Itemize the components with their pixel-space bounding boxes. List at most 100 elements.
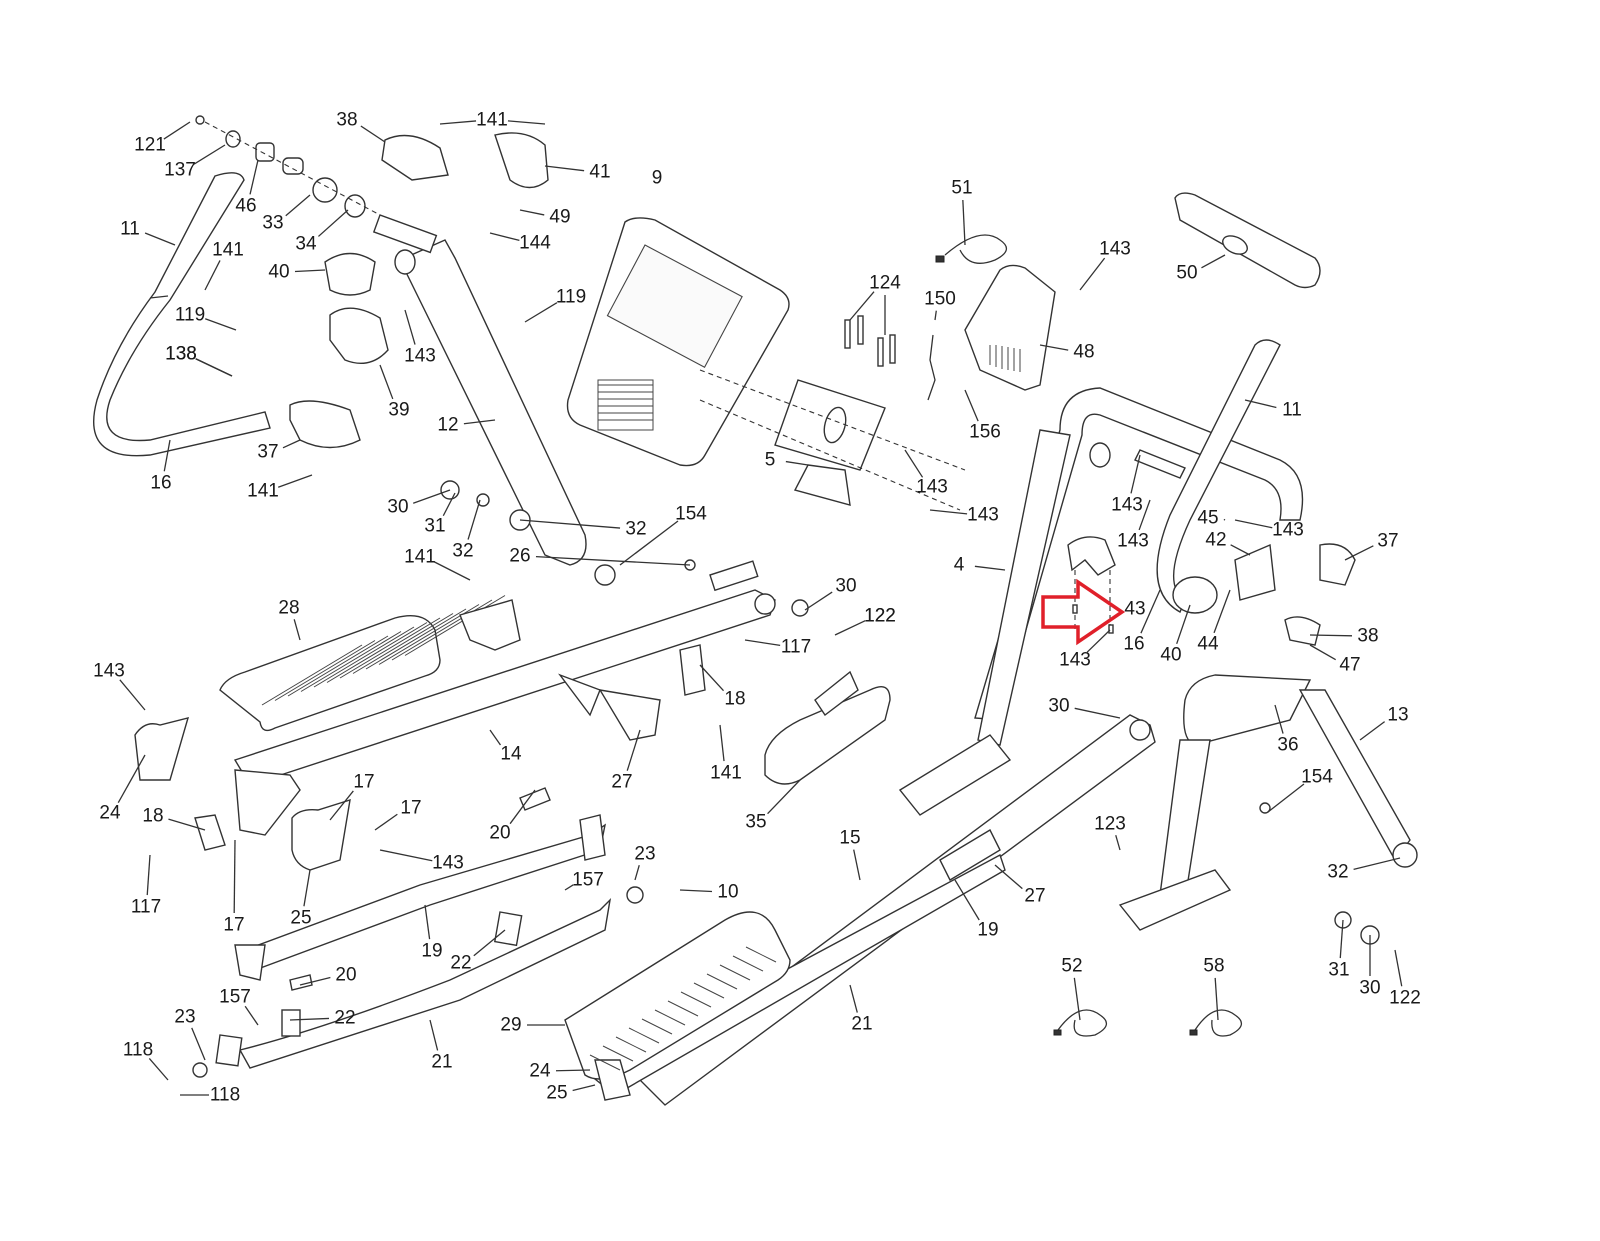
leader-line <box>233 839 236 914</box>
leader-line <box>1079 257 1106 291</box>
leader-line <box>1140 589 1161 634</box>
part-label-117: 117 <box>780 636 812 658</box>
leader-line <box>994 864 1023 890</box>
part-label-143: 143 <box>1111 494 1143 516</box>
part-label-14: 14 <box>500 743 522 765</box>
part-label-27: 27 <box>611 771 633 793</box>
leader-line <box>434 561 471 581</box>
leader-lines <box>117 120 1403 1096</box>
leader-line <box>785 460 809 466</box>
leader-line <box>404 309 416 345</box>
part-label-52: 52 <box>1061 955 1083 977</box>
part-label-22: 22 <box>334 1007 356 1029</box>
part-label-49: 49 <box>549 206 571 228</box>
leader-line <box>1230 544 1251 556</box>
part-label-143: 143 <box>916 476 948 498</box>
part-label-32: 32 <box>452 540 474 562</box>
part-label-143: 143 <box>967 504 999 526</box>
leader-line <box>1086 629 1111 653</box>
pedal-left-part <box>219 595 506 732</box>
front-post-part <box>1118 739 1232 931</box>
part-label-143: 143 <box>1117 530 1149 552</box>
leader-line <box>329 790 354 821</box>
leader-line <box>379 364 394 400</box>
leader-line <box>168 818 206 831</box>
leader-line <box>163 121 191 140</box>
leader-line <box>1339 919 1344 959</box>
part-label-46: 46 <box>235 195 257 217</box>
leader-line <box>163 439 171 472</box>
part-label-26: 26 <box>509 545 531 567</box>
pedal-arm-right-part <box>588 714 1156 1106</box>
leader-line <box>1394 949 1403 987</box>
part-label-16: 16 <box>1123 633 1145 655</box>
part-label-40: 40 <box>268 261 290 283</box>
part-label-143: 143 <box>432 852 464 874</box>
part-label-58: 58 <box>1203 955 1225 977</box>
leader-line <box>964 389 979 422</box>
part-label-30: 30 <box>835 575 857 597</box>
leader-line <box>1213 589 1231 634</box>
rear-leg-part <box>1298 689 1418 868</box>
part-label-30: 30 <box>1359 977 1381 999</box>
leader-line <box>954 879 980 921</box>
part-label-51: 51 <box>951 177 973 199</box>
part-label-143: 143 <box>1099 238 1131 260</box>
part-label-141: 141 <box>404 546 436 568</box>
part-label-141: 141 <box>476 109 508 131</box>
console-part <box>566 217 790 467</box>
leader-line <box>564 884 574 891</box>
wire-150 <box>927 334 936 401</box>
leader-line <box>834 620 866 636</box>
part-label-41: 41 <box>589 161 611 183</box>
leader-line <box>679 889 713 893</box>
leader-line <box>294 269 326 273</box>
leader-line <box>1130 454 1141 494</box>
leader-line <box>619 520 679 566</box>
leader-line <box>429 1019 439 1051</box>
part-label-122: 122 <box>864 605 896 627</box>
leader-line <box>473 929 506 957</box>
leader-line <box>489 729 501 746</box>
part-label-22: 22 <box>450 952 472 974</box>
part-label-32: 32 <box>625 518 647 540</box>
leader-line <box>1309 634 1353 637</box>
leader-line <box>379 849 433 862</box>
part-label-141: 141 <box>212 239 244 261</box>
part-label-21: 21 <box>851 1013 873 1035</box>
highlight-arrow <box>1041 578 1126 646</box>
part-label-11: 11 <box>120 218 140 240</box>
part-label-19: 19 <box>421 940 443 962</box>
leader-line <box>244 1005 259 1026</box>
leader-line <box>555 1069 591 1072</box>
part-label-156: 156 <box>969 421 1001 443</box>
leader-line <box>572 1084 596 1092</box>
leader-line <box>509 789 536 825</box>
part-label-36: 36 <box>1277 734 1299 756</box>
part-label-138: 138 <box>165 343 197 365</box>
leader-line <box>318 209 349 237</box>
part-label-25: 25 <box>546 1082 568 1104</box>
part-label-20: 20 <box>335 964 357 986</box>
part-label-37: 37 <box>1377 530 1399 552</box>
part-label-33: 33 <box>262 212 284 234</box>
part-label-34: 34 <box>295 233 317 255</box>
part-label-39: 39 <box>388 399 410 421</box>
part-label-143: 143 <box>1272 519 1304 541</box>
part-label-13: 13 <box>1387 704 1409 726</box>
part-label-37: 37 <box>257 441 279 463</box>
part-label-9: 9 <box>651 167 663 189</box>
console-bracket-part <box>699 369 966 511</box>
part-label-119: 119 <box>555 286 587 308</box>
leader-line <box>1223 518 1226 521</box>
part-label-38: 38 <box>1357 625 1379 647</box>
leader-line <box>144 232 176 246</box>
leader-line <box>1138 499 1151 531</box>
leader-line <box>767 779 801 815</box>
part-label-17: 17 <box>353 771 375 793</box>
shroud-covers-right <box>1183 543 1356 746</box>
part-label-143: 143 <box>93 660 125 682</box>
part-label-21: 21 <box>431 1051 453 1073</box>
